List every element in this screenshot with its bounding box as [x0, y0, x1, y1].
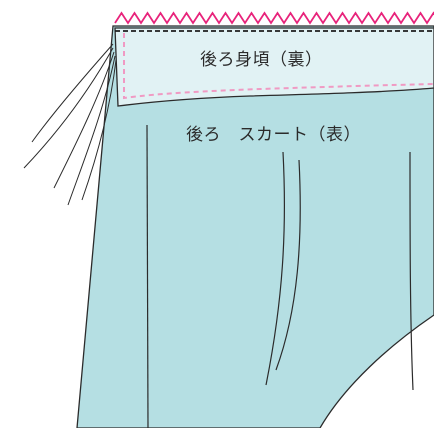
back-skirt-label: 後ろ スカート（表）	[186, 125, 361, 145]
back-skirt-panel	[76, 25, 434, 428]
skirt-fold-line	[275, 159, 301, 371]
skirt-fold-line	[265, 151, 286, 386]
skirt-fold-line	[146, 124, 149, 428]
seam-stitch-line	[123, 33, 434, 100]
zigzag-edge	[114, 11, 434, 25]
loose-threads	[23, 43, 117, 206]
back-bodice-panel	[114, 27, 434, 107]
back-bodice-label: 後ろ身頃（裏）	[200, 50, 323, 70]
skirt-fold-line	[409, 151, 414, 391]
